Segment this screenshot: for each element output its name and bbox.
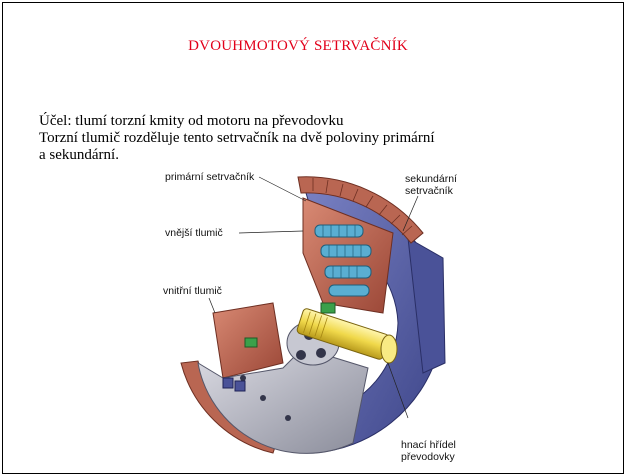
label-input-shaft-line1: hnací hřídel	[401, 439, 456, 451]
label-input-shaft-line2: převodovky	[401, 451, 455, 463]
body-line-purpose: Účel: tlumí torzní kmity od motoru na př…	[39, 113, 559, 130]
label-secondary-flywheel-line1: sekundární	[405, 173, 457, 185]
flywheel-illustration: primární setrvačník sekundární setrvační…	[153, 163, 473, 473]
flywheel-cutaway-drawing	[153, 163, 473, 473]
label-secondary-flywheel-line2: setrvačník	[405, 185, 453, 197]
label-inner-damper: vnitřní tlumič	[163, 285, 222, 297]
slide-body: Účel: tlumí torzní kmity od motoru na př…	[39, 113, 559, 164]
body-line-halves: a sekundární.	[39, 147, 559, 164]
label-outer-damper: vnější tlumič	[165, 227, 223, 239]
body-line-damper: Torzní tlumič rozděluje tento setrvačník…	[39, 130, 559, 147]
slide-title: DVOUHMOTOVÝ SETRVAČNÍK	[3, 38, 593, 55]
label-primary-flywheel: primární setrvačník	[165, 171, 254, 183]
